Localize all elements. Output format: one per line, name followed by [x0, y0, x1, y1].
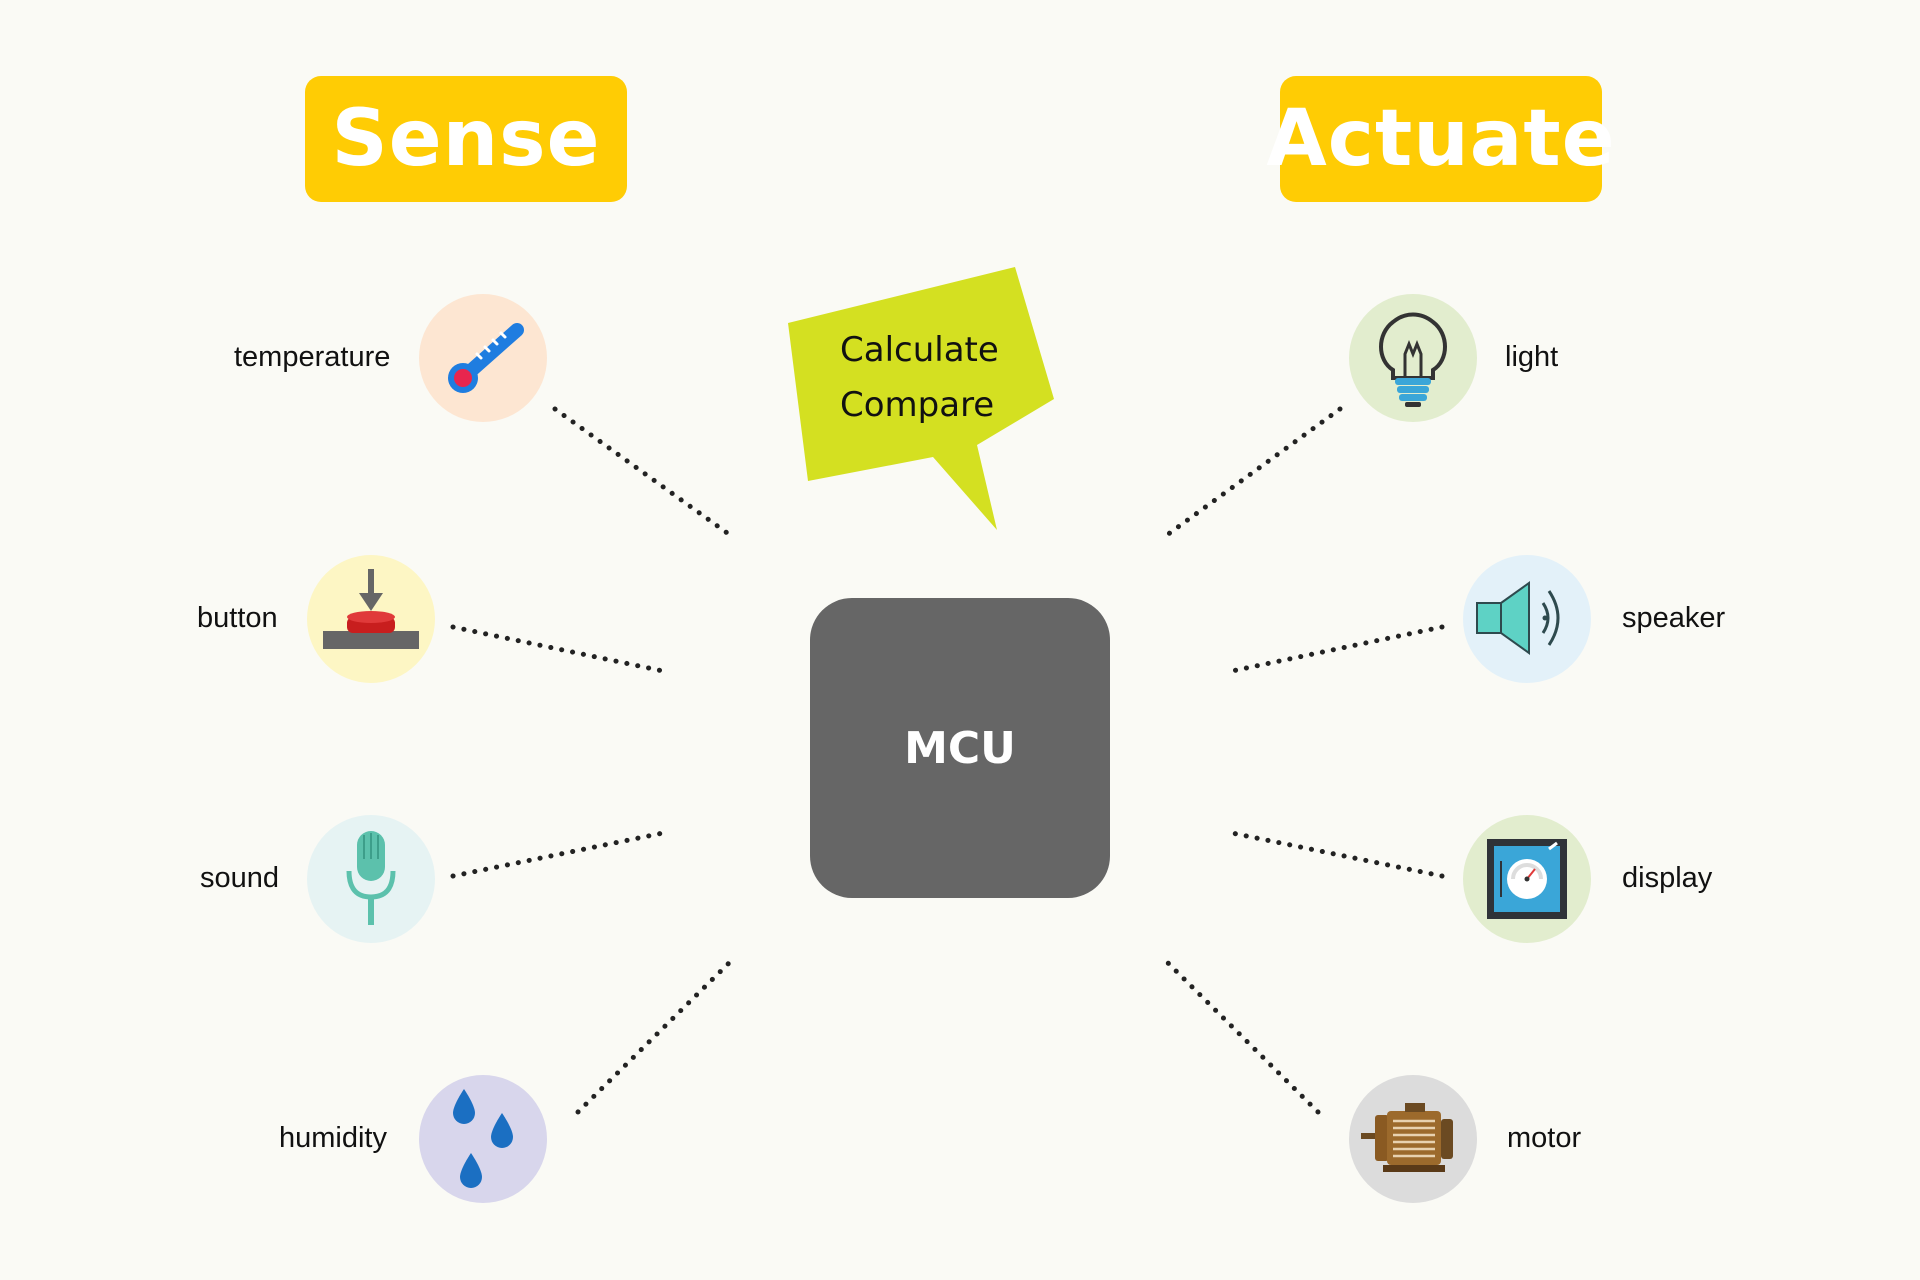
- connector-display: [1229, 830, 1445, 879]
- connector-temperature: [552, 406, 733, 538]
- bubble-line-calculate: Calculate: [840, 330, 999, 370]
- connector-sound: [450, 830, 666, 879]
- microphone-icon: [307, 815, 435, 943]
- calculate-compare-bubble: [788, 267, 1054, 530]
- sense-header: Sense: [305, 76, 627, 202]
- light-bulb-icon: [1349, 294, 1477, 422]
- actuator-label-display: display: [1622, 862, 1713, 894]
- push-button-icon: [307, 555, 435, 683]
- connector-button: [450, 624, 666, 674]
- actuator-label-light: light: [1505, 341, 1559, 373]
- bubble-line-compare: Compare: [840, 385, 995, 425]
- actuator-label-motor: motor: [1507, 1122, 1582, 1154]
- gauge-display-icon: [1463, 815, 1591, 943]
- connector-speaker: [1229, 624, 1445, 674]
- electric-motor-icon: [1349, 1075, 1477, 1203]
- actuator-label-speaker: speaker: [1622, 602, 1726, 634]
- connector-light: [1164, 406, 1343, 538]
- mcu-label: MCU: [904, 722, 1016, 774]
- sensor-label-sound: sound: [200, 862, 280, 894]
- connector-motor: [1164, 959, 1321, 1115]
- connector-humidity: [575, 959, 733, 1115]
- sensor-label-temperature: temperature: [234, 341, 391, 373]
- thermometer-icon: [419, 294, 547, 422]
- mcu-block: MCU: [810, 598, 1110, 898]
- sensor-label-humidity: humidity: [279, 1122, 387, 1154]
- water-drops-icon: [419, 1075, 547, 1203]
- sensor-label-button: button: [197, 602, 278, 634]
- speaker-icon: [1463, 555, 1591, 683]
- actuate-header: Actuate: [1266, 76, 1615, 202]
